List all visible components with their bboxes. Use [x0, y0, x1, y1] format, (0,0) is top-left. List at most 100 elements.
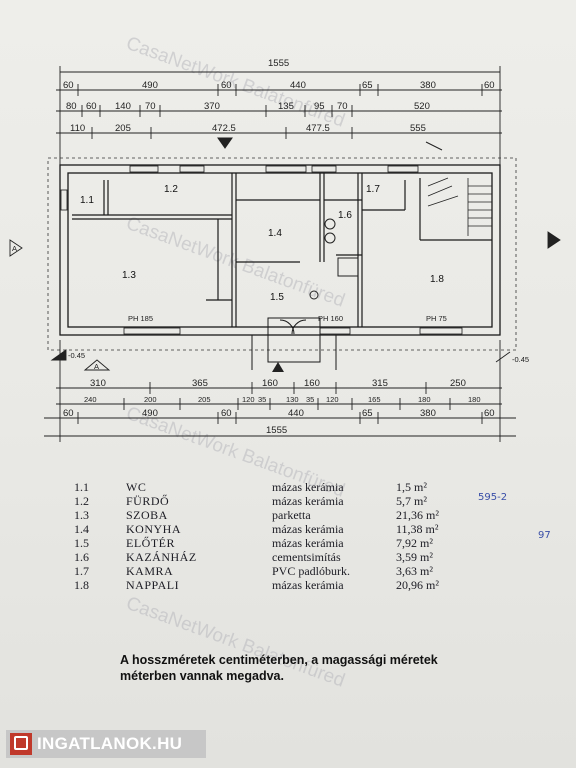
boiler-symbols — [309, 218, 359, 300]
legend-row: 1.3 SZOBA parketta 21,36 m² — [60, 508, 445, 522]
dim-top-r2-5: 135 — [278, 101, 294, 112]
room-label-1-8: 1.8 — [430, 274, 444, 285]
dim-bot-r3-5: 380 — [420, 408, 436, 419]
legend-code: 1.4 — [74, 522, 89, 536]
legend-code: 1.3 — [74, 508, 89, 522]
legend-name: SZOBA — [126, 508, 168, 522]
logo-text: INGATLANOK.HU — [37, 734, 183, 753]
room-label-1-2: 1.2 — [164, 184, 178, 195]
dim-bot-r1-0: 310 — [90, 378, 106, 389]
legend-name: KAMRA — [126, 564, 174, 578]
dim-bot-r2-7: 120 — [326, 395, 339, 404]
section-marker-top — [217, 137, 443, 151]
dim-bot-r2-0: 240 — [84, 395, 97, 404]
dim-top-r1-5: 380 — [420, 80, 436, 91]
dim-top-r1-3: 440 — [290, 80, 306, 91]
staircase — [427, 177, 492, 236]
outer-walls — [59, 164, 501, 336]
dim-bot-r2-5: 130 — [286, 395, 299, 404]
top-dimension-lines — [56, 66, 502, 165]
legend-code: 1.1 — [74, 480, 89, 494]
interior-walls — [72, 173, 492, 327]
legend-area: 3,63 m² — [396, 564, 433, 578]
legend-name: KONYHA — [126, 522, 181, 536]
dim-top-r3-3: 477.5 — [306, 123, 330, 134]
legend-material: mázas kerámia — [272, 480, 344, 494]
dim-bot-r2-10: 180 — [468, 395, 481, 404]
dim-bot-r1-3: 160 — [304, 378, 320, 389]
room-label-1-7: 1.7 — [366, 184, 380, 195]
dim-top-r3-0: 110 — [70, 123, 85, 134]
legend-area: 3,59 m² — [396, 550, 433, 564]
dim-top-r1-4: 65 — [362, 80, 373, 91]
legend-code: 1.7 — [74, 564, 89, 578]
house-icon — [10, 733, 32, 755]
legend-code: 1.2 — [74, 494, 89, 508]
dim-bot-r2-1: 200 — [144, 395, 157, 404]
room-label-1-3: 1.3 — [122, 270, 136, 281]
legend-code: 1.6 — [74, 550, 89, 564]
dim-top-r2-7: 70 — [337, 101, 348, 112]
dim-bot-r3-2: 60 — [221, 408, 232, 419]
legend-name: ELŐTÉR — [126, 536, 175, 550]
dim-bot-r1-2: 160 — [262, 378, 278, 389]
dim-bot-r2-9: 180 — [418, 395, 431, 404]
dim-bot-r1-5: 250 — [450, 378, 466, 389]
legend-row: 1.8 NAPPALI mázas kerámia 20,96 m² — [60, 578, 445, 592]
dim-top-r1-1: 490 — [142, 80, 158, 91]
entrance-arrow-icon — [272, 362, 284, 372]
dim-top-r2-6: 95 — [314, 101, 325, 112]
dim-top-r2-8: 520 — [414, 101, 430, 112]
dim-bot-r2-3: 120 — [242, 395, 255, 404]
legend-area: 21,36 m² — [396, 508, 439, 522]
dim-top-r1-6: 60 — [484, 80, 495, 91]
legend-name: FÜRDŐ — [126, 494, 170, 508]
ph-label-left: PH 185 — [128, 314, 153, 323]
dim-top-r2-1: 60 — [86, 101, 97, 112]
section-label-a-left: A — [12, 244, 17, 253]
legend-material: mázas kerámia — [272, 536, 344, 550]
measurement-note: A hosszméretek centiméterben, a magasság… — [120, 653, 438, 683]
ph-label-right: PH 75 — [426, 314, 447, 323]
dim-top-r2-0: 80 — [66, 101, 77, 112]
level-right: -0.45 — [512, 355, 529, 364]
legend-area: 11,38 m² — [396, 522, 439, 536]
dim-top-overall: 1555 — [268, 58, 289, 69]
dim-bot-r3-1: 490 — [142, 408, 158, 419]
room-label-1-4: 1.4 — [268, 228, 282, 239]
bottom-dimension-lines — [44, 340, 516, 442]
legend-material: parketta — [272, 508, 311, 522]
level-markers — [9, 231, 561, 371]
legend-area: 5,7 m² — [396, 494, 427, 508]
room-label-1-5: 1.5 — [270, 292, 284, 303]
legend-name: KAZÁNHÁZ — [126, 550, 197, 564]
legend-area: 20,96 m² — [396, 578, 439, 592]
legend-area: 7,92 m² — [396, 536, 433, 550]
dim-bot-r3-0: 60 — [63, 408, 74, 419]
dim-bot-r2-6: 35 — [306, 395, 314, 404]
legend-material: mázas kerámia — [272, 578, 344, 592]
legend-code: 1.8 — [74, 578, 89, 592]
windows — [60, 165, 463, 335]
room-label-1-1: 1.1 — [80, 195, 94, 206]
dim-bot-r3-3: 440 — [288, 408, 304, 419]
dim-bot-r1-1: 365 — [192, 378, 208, 389]
section-label-a: A — [94, 362, 99, 371]
room-label-1-6: 1.6 — [338, 210, 352, 221]
legend-row: 1.4 KONYHA mázas kerámia 11,38 m² — [60, 522, 445, 536]
legend-material: cementsimítás — [272, 550, 341, 564]
dim-bot-r2-2: 205 — [198, 395, 211, 404]
legend-name: NAPPALI — [126, 578, 180, 592]
legend-area: 1,5 m² — [396, 480, 427, 494]
legend-material: mázas kerámia — [272, 522, 344, 536]
dim-bot-r2-8: 165 — [368, 395, 381, 404]
dim-bot-overall: 1555 — [266, 425, 287, 436]
handwritten-note-1: 595-2 — [478, 492, 508, 503]
watermark-2: CasaNetWork Balatonfüred — [123, 213, 347, 312]
site-logo[interactable]: INGATLANOK.HU — [6, 730, 206, 758]
dim-top-r1-0: 60 — [63, 80, 74, 91]
